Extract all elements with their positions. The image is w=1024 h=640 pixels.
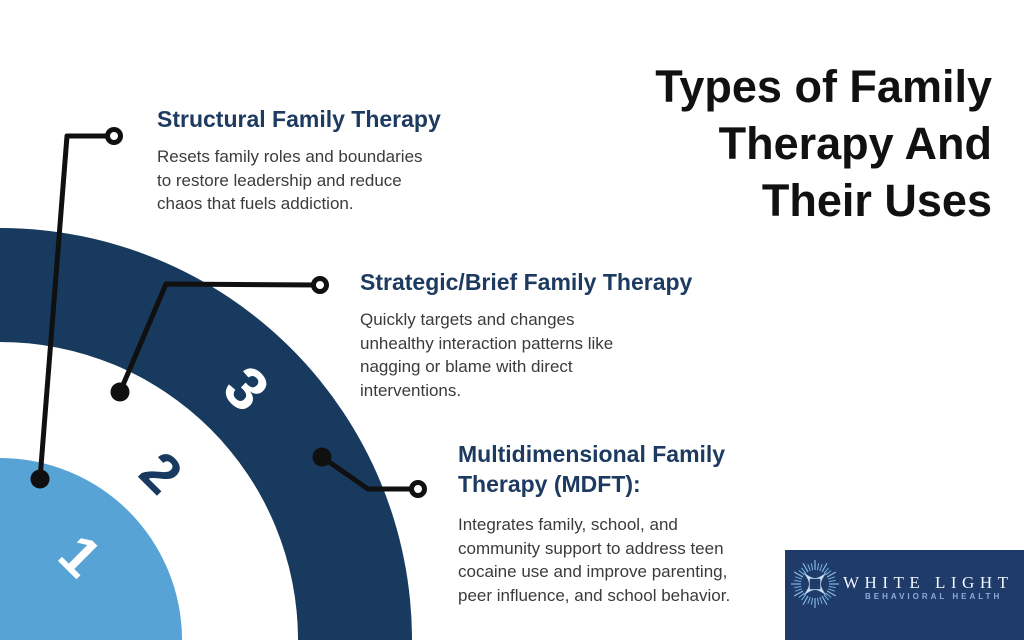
body-line: peer influence, and school behavior.: [458, 585, 731, 605]
body-line: nagging or blame with direct: [360, 357, 573, 377]
body-line: to restore leadership and reduce: [157, 170, 402, 190]
body-line: Integrates family, school, and: [458, 515, 678, 534]
section-body: Resets family roles and boundaries to re…: [157, 145, 441, 216]
body-line: unhealthy interaction patterns like: [360, 333, 614, 353]
title-line: Therapy And: [718, 118, 992, 169]
heading-line: Multidimensional Family: [458, 441, 726, 467]
brand-logo: WHITE LIGHT BEHAVIORAL HEALTH: [785, 550, 1024, 640]
starburst-icon: [790, 559, 840, 609]
brand-name: WHITE LIGHT: [843, 573, 1014, 592]
heading-line: Therapy (MDFT):: [458, 471, 641, 497]
pointer-circle-structural: [105, 127, 123, 145]
brand-tagline: BEHAVIORAL HEALTH: [865, 592, 1003, 601]
infographic-title: Types of Family Therapy And Their Uses: [572, 58, 992, 229]
section-heading: Structural Family Therapy: [157, 106, 441, 132]
title-line: Their Uses: [761, 175, 992, 226]
section-heading: Strategic/Brief Family Therapy: [360, 269, 693, 295]
body-line: cocaine use and improve parenting,: [458, 562, 728, 582]
section-strategic: Strategic/Brief Family Therapy Quickly t…: [360, 267, 692, 402]
body-line: interventions.: [360, 380, 462, 400]
body-line: Resets family roles and boundaries: [157, 147, 423, 166]
ring-1-arc: [0, 458, 182, 640]
body-line: chaos that fuels addiction.: [157, 194, 354, 214]
section-body: Integrates family, school, and community…: [458, 513, 730, 607]
body-line: Quickly targets and changes: [360, 310, 575, 329]
section-body: Quickly targets and changes unhealthy in…: [360, 308, 692, 402]
body-line: community support to address teen: [458, 538, 724, 558]
section-mdft: Multidimensional Family Therapy (MDFT): …: [458, 439, 730, 607]
section-structural: Structural Family Therapy Resets family …: [157, 104, 441, 216]
section-heading: Multidimensional Family Therapy (MDFT):: [458, 439, 730, 499]
title-line: Types of Family: [655, 61, 992, 112]
